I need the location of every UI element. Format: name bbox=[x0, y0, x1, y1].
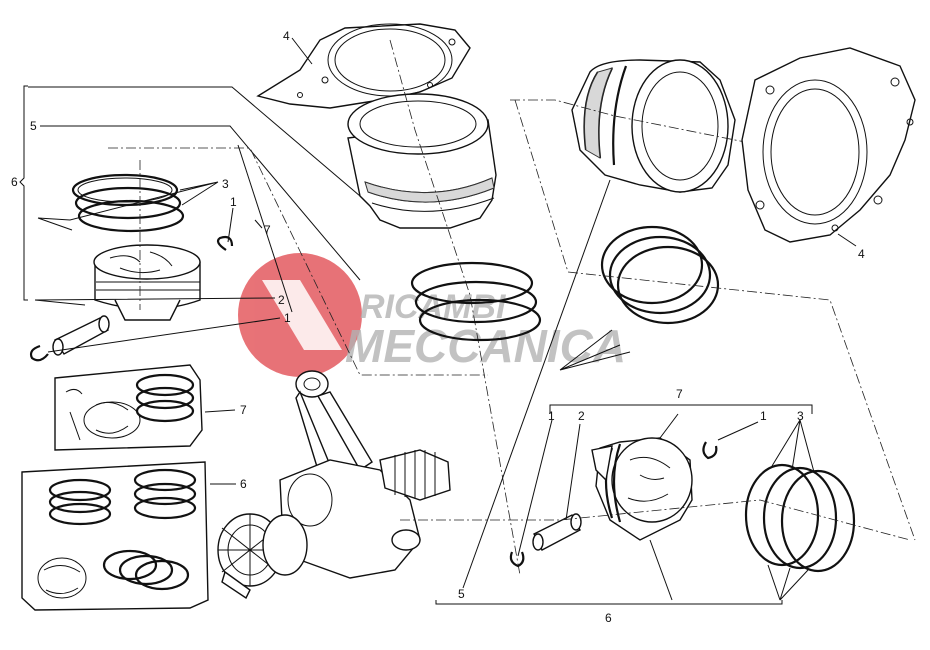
head-gasket-right bbox=[741, 47, 916, 243]
piston-rings-right-center bbox=[600, 225, 720, 325]
circlip-right-top bbox=[702, 441, 718, 460]
kit-box-6 bbox=[21, 461, 209, 611]
connecting-rod bbox=[295, 370, 373, 471]
axis-right-bottom bbox=[400, 499, 911, 541]
callout-5-left: 5 bbox=[30, 119, 37, 133]
callout-1-right-a: 1 bbox=[548, 409, 555, 423]
leader-rings-right bbox=[559, 329, 631, 371]
callout-7-kit: 7 bbox=[240, 403, 247, 417]
cylinder-right bbox=[571, 59, 736, 193]
leader-5-left bbox=[40, 125, 361, 281]
circlip-left-bottom bbox=[29, 344, 49, 362]
cylinder-center bbox=[347, 93, 497, 229]
leader-1-right-a bbox=[517, 419, 553, 557]
callout-2-right: 2 bbox=[578, 409, 585, 423]
leader-4-right bbox=[837, 233, 857, 247]
left-bracket-6 bbox=[19, 85, 28, 301]
watermark-line2: MECCANICA bbox=[345, 320, 626, 372]
leader-1-left bbox=[47, 317, 281, 353]
piston-rings-center bbox=[410, 261, 542, 342]
leader-2-left bbox=[34, 297, 276, 306]
leader-piston-right-bottom bbox=[649, 539, 673, 601]
callout-4-top: 4 bbox=[283, 29, 290, 43]
circlip-right-bottom bbox=[509, 551, 525, 568]
bracket-7-right bbox=[549, 404, 813, 414]
leader-3-left bbox=[37, 181, 219, 231]
axis-right-top bbox=[510, 99, 861, 166]
wrist-pin-left bbox=[52, 315, 110, 356]
bracket-6-bottom bbox=[435, 600, 783, 605]
leader-piston-right-top bbox=[659, 413, 679, 439]
circlip-left-top bbox=[216, 235, 234, 251]
callout-1-right-b: 1 bbox=[760, 409, 767, 423]
piston-rings-right-bottom bbox=[744, 463, 856, 573]
leader-3-right bbox=[771, 419, 815, 473]
callout-3-left: 3 bbox=[222, 177, 229, 191]
axis-right-long bbox=[514, 99, 916, 541]
callout-6-left: 6 bbox=[11, 175, 18, 189]
leader-1-left-top bbox=[227, 207, 234, 243]
callout-1b-left: 1 bbox=[284, 311, 291, 325]
callout-6-kit: 6 bbox=[240, 477, 247, 491]
callout-7-left: 7 bbox=[264, 223, 271, 237]
bracket-7-left bbox=[237, 144, 293, 313]
callout-1-left: 1 bbox=[230, 195, 237, 209]
leader-3-right-bottom bbox=[767, 564, 809, 601]
callout-3-right: 3 bbox=[797, 409, 804, 423]
piston-rings-left bbox=[71, 173, 185, 233]
watermark: RICAMBI MECCANICA bbox=[238, 253, 626, 377]
axis-center-vertical bbox=[389, 39, 521, 576]
callout-7-bracket: 7 bbox=[676, 387, 683, 401]
axis-left-1 bbox=[108, 147, 488, 376]
callout-2-left: 2 bbox=[278, 293, 285, 307]
leader-7-kit bbox=[204, 409, 236, 413]
leader-4-top bbox=[291, 37, 313, 65]
callout-numbers: 4 5 6 3 1 7 2 1 7 6 4 7 1 2 1 3 5 6 bbox=[11, 29, 865, 625]
leader-5-right bbox=[462, 179, 611, 589]
leader-7-left bbox=[254, 219, 263, 229]
callout-4-right: 4 bbox=[858, 247, 865, 261]
callout-5-bottom: 5 bbox=[458, 587, 465, 601]
watermark-white-slash bbox=[262, 280, 342, 350]
piston-right bbox=[591, 437, 693, 541]
piston-left bbox=[93, 244, 201, 321]
callout-6-bottom: 6 bbox=[605, 611, 612, 625]
crankshaft bbox=[217, 449, 451, 600]
wrist-pin-right bbox=[532, 513, 582, 551]
kit-box-7 bbox=[54, 364, 203, 451]
leader-1-right-b bbox=[717, 421, 759, 441]
leader-2-right bbox=[565, 423, 581, 521]
